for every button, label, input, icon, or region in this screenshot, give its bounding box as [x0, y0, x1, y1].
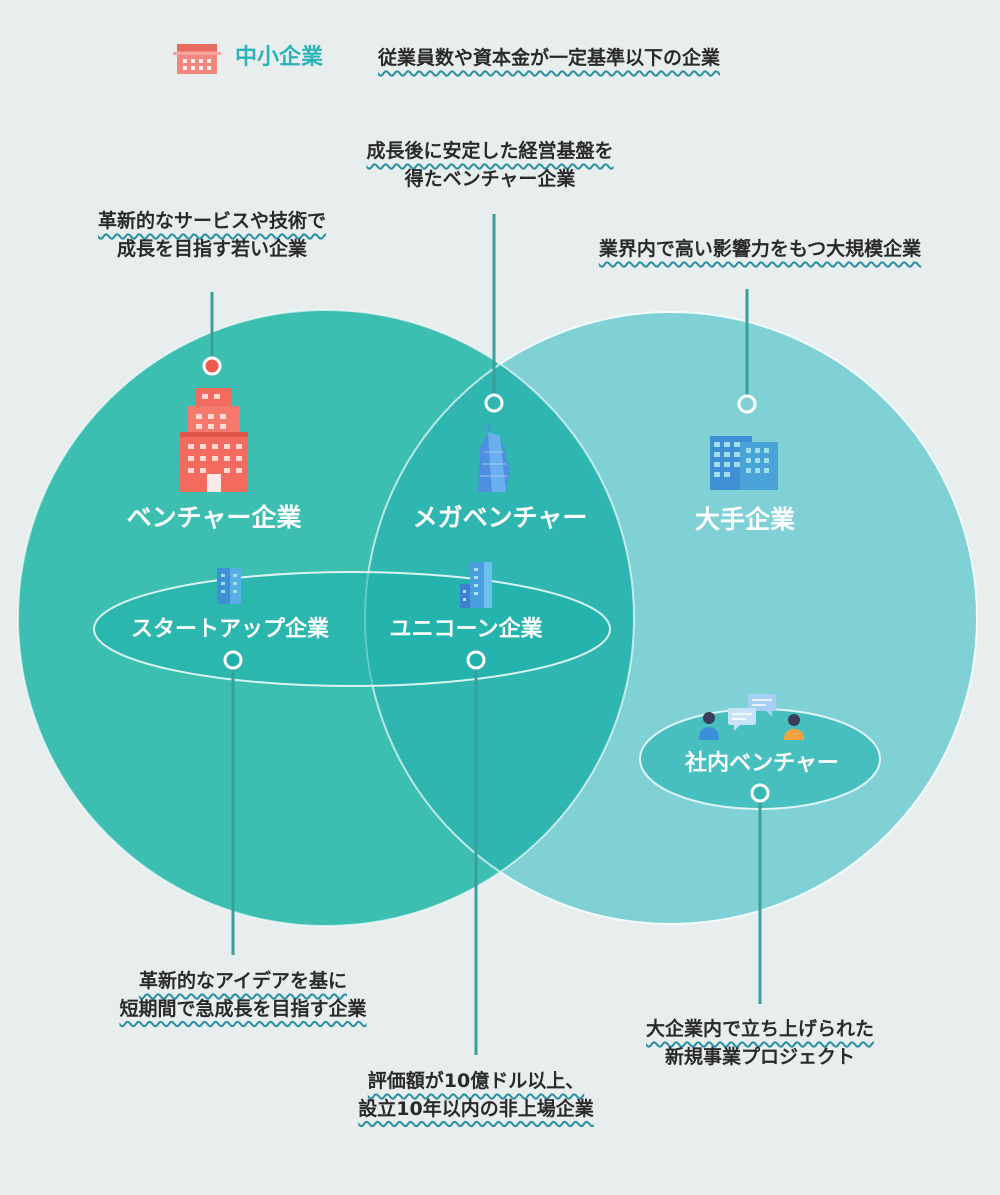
venture-dot	[202, 356, 222, 376]
unicorn-label: ユニコーン企業	[389, 617, 543, 642]
internal-venture-note-line-1: 大企業内で立ち上げられた	[645, 1018, 875, 1040]
unicorn-note-line-1: 評価額が10億ドル以上、	[367, 1070, 585, 1092]
tall-building-icon	[180, 388, 248, 492]
legend-description: 従業員数や資本金が一定基準以下の企業	[378, 47, 721, 69]
unicorn-dot	[466, 650, 486, 670]
internal-venture-note: 大企業内で立ち上げられた 新規事業プロジェクト	[646, 1016, 874, 1071]
mega-venture-note-line-1: 成長後に安定した経営基盤を	[366, 140, 614, 162]
overlap-area	[365, 312, 634, 924]
leader-lines	[210, 214, 762, 1055]
startup-note-line-1: 革新的なアイデアを基に	[138, 970, 348, 992]
city-building-icon	[460, 562, 492, 608]
venture-note: 革新的なサービスや技術で 成長を目指す若い企業	[98, 208, 326, 263]
venture-note-line-1: 革新的なサービスや技術で	[97, 210, 327, 232]
startup-label: スタートアップ企業	[130, 617, 330, 642]
large-company-note: 業界内で高い影響力をもつ大規模企業	[599, 236, 921, 264]
people-chat-icon	[699, 694, 804, 740]
small-building-icon	[217, 568, 241, 604]
small-office-building-icon	[173, 44, 221, 74]
skyscraper-icon	[478, 424, 510, 492]
startup-note: 革新的なアイデアを基に 短期間で急成長を目指す企業	[119, 968, 366, 1023]
legend-title: 中小企業	[235, 45, 324, 70]
mega-venture-label: メガベンチャー	[412, 503, 588, 532]
mega-venture-note: 成長後に安定した経営基盤を 得たベンチャー企業	[366, 138, 613, 193]
large-company-label: 大手企業	[694, 505, 796, 534]
mega-venture-note-line-2: 得たベンチャー企業	[404, 167, 576, 190]
large-company-note-line-1: 業界内で高い影響力をもつ大規模企業	[598, 238, 922, 260]
startup-note-line-2: 短期間で急成長を目指す企業	[119, 997, 367, 1020]
venture-note-line-2: 成長を目指す若い企業	[116, 237, 308, 260]
venture-company-label: ベンチャー企業	[126, 503, 302, 532]
office-buildings-icon	[710, 436, 778, 490]
mega-venture-dot	[484, 393, 504, 413]
internal-venture-label: 社内ベンチャー	[685, 751, 839, 776]
startup-dot	[223, 650, 243, 670]
unicorn-note-line-2: 設立10年以内の非上場企業	[358, 1097, 594, 1120]
large-company-dot	[737, 394, 757, 414]
internal-venture-note-line-2: 新規事業プロジェクト	[664, 1045, 856, 1068]
internal-venture-dot	[750, 783, 770, 803]
unicorn-note: 評価額が10億ドル以上、 設立10年以内の非上場企業	[358, 1068, 593, 1123]
